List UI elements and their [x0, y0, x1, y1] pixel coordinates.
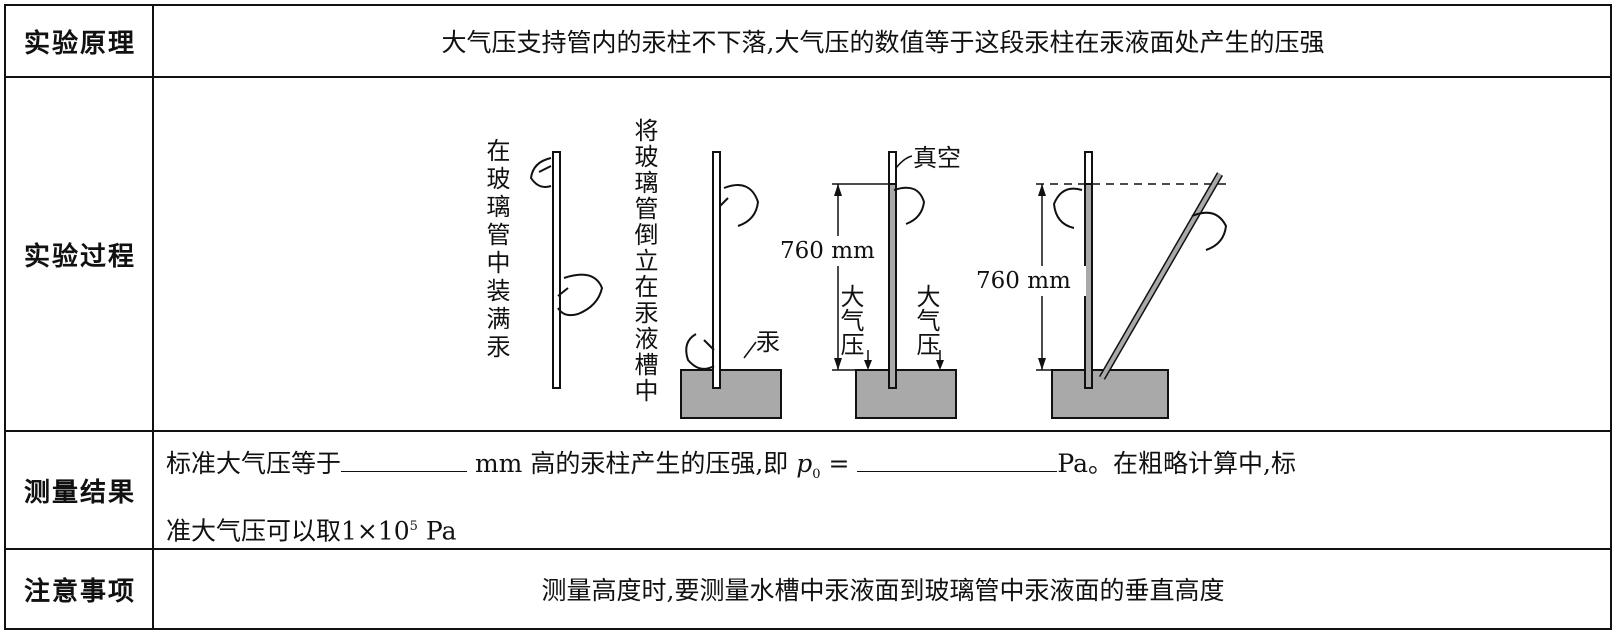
blank-pressure-field[interactable]: [857, 451, 1058, 472]
mercury-trough: [680, 369, 782, 419]
step1-group: 在玻璃管中装满汞: [482, 138, 604, 389]
experiment-table: 实验原理 大气压支持管内的汞柱不下落,大气压的数值等于这段汞柱在汞液面处产生的压…: [4, 4, 1612, 630]
glass-tube: [712, 151, 721, 389]
mercury-column: [888, 151, 897, 389]
vacuum-space: [1084, 151, 1093, 185]
glass-tube: [552, 151, 561, 389]
height-label: 760 mm: [976, 268, 1071, 294]
row-divider: [6, 430, 1610, 432]
step1-vertical-text: 在玻璃管中装满汞: [482, 138, 510, 362]
step3-group: 真空 760 mm 大气压 大气压: [778, 144, 961, 419]
mercury-trough: [1051, 369, 1169, 419]
hand-icon: [719, 184, 760, 227]
pressure-label-right: 大气压: [912, 284, 940, 356]
result-text-part: mm 高的汞柱产生的压强,即: [474, 449, 797, 478]
hand-icon: [685, 333, 715, 370]
result-text-part: Pa。在粗略计算中,标: [1057, 449, 1296, 478]
notes-label: 注意事项: [23, 576, 136, 607]
step4-group: 760 mm: [974, 151, 1230, 419]
step2-vertical-text: 将玻璃管倒立在汞液槽中: [630, 118, 658, 404]
hand-icon: [1191, 211, 1228, 251]
notes-text: 测量高度时,要测量水槽中汞液面到玻璃管中汞液面的垂直高度: [541, 576, 1225, 605]
exponent: 5: [409, 519, 418, 534]
hand-icon: [557, 273, 604, 317]
result-text-part: =: [820, 449, 850, 478]
result-text-part: 准大气压可以取1×10: [166, 516, 410, 546]
p0-symbol: p: [796, 449, 813, 478]
p0-subscript: 0: [812, 467, 821, 482]
pressure-label-left: 大气压: [836, 284, 864, 356]
step2-group: 将玻璃管倒立在汞液槽中 汞: [630, 118, 782, 419]
principle-label: 实验原理: [23, 28, 136, 59]
result-text-part: Pa: [417, 516, 457, 546]
experiment-figure: 在玻璃管中装满汞 将玻璃管倒立在汞液槽中 汞: [156, 78, 1610, 430]
result-text: 标准大气压等于 mm 高的汞柱产生的压强,即 p0 = Pa。在粗略计算中,标 …: [166, 438, 1600, 557]
row-divider: [6, 548, 1610, 550]
column-divider: [152, 6, 154, 628]
hand-icon: [1052, 187, 1083, 229]
mercury-trough: [855, 369, 957, 419]
row-divider: [6, 76, 1610, 78]
result-text-part: 标准大气压等于: [166, 449, 342, 478]
process-label: 实验过程: [23, 241, 136, 272]
vacuum-label: 真空: [913, 144, 961, 172]
vacuum-space: [888, 151, 897, 185]
principle-text: 大气压支持管内的汞柱不下落,大气压的数值等于这段汞柱在汞液面处产生的压强: [441, 28, 1325, 57]
mercury-label: 汞: [756, 328, 780, 356]
result-line-1: 标准大气压等于 mm 高的汞柱产生的压强,即 p0 = Pa。在粗略计算中,标: [166, 438, 1600, 501]
mercury-column: [1084, 151, 1093, 389]
torricelli-diagram: 在玻璃管中装满汞 将玻璃管倒立在汞液槽中 汞: [482, 118, 1230, 419]
height-label: 760 mm: [780, 238, 875, 264]
blank-height-field[interactable]: [341, 451, 468, 472]
hand-icon: [529, 157, 552, 188]
hand-icon: [893, 186, 926, 225]
result-line-2: 准大气压可以取1×105 Pa: [166, 501, 1600, 557]
result-label: 测量结果: [23, 477, 136, 508]
